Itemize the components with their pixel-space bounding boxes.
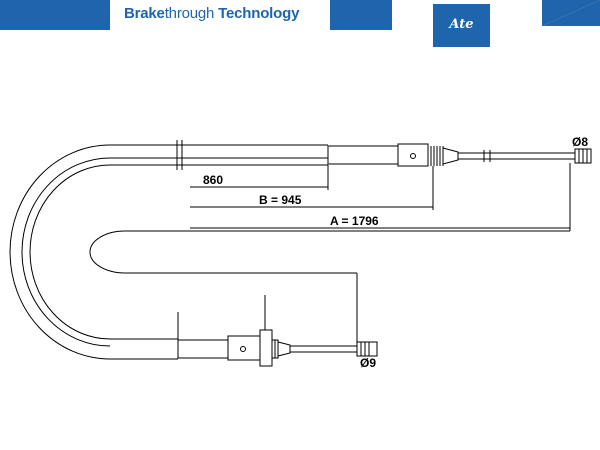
bottom-hex [259,329,273,367]
logo-lettering: Ate [449,17,474,32]
bottom-nipple-lines [360,342,370,356]
top-thread [427,146,444,166]
dim-b-line [190,166,434,210]
ate-logo: Ate [433,4,490,47]
cable-inner-sheath [29,164,328,340]
dim-b-label: B = 945 [259,193,302,207]
bottom-nipple [356,341,378,357]
bottom-taper [277,341,291,357]
tagline-part-bold: Brake [124,5,165,22]
tagline-part-thin: through [164,5,215,22]
bottom-tube [177,339,229,359]
end-bottom-diameter-label: Ø9 [360,356,376,370]
brand-band-left [0,0,110,30]
top-clip [483,150,491,162]
cable-mid-line [21,157,328,347]
end-top-diameter-label: Ø8 [572,135,588,149]
inner-cable-loop [89,230,570,274]
tagline-part-end: Technology [214,5,300,22]
cable-outer-sheath [9,144,328,360]
top-tube [327,145,399,165]
top-nipple-lines [578,149,588,163]
top-gap-marker [176,140,183,170]
bottom-ferrule [227,335,261,361]
brand-band-middle [330,0,392,30]
dim-a-label: A = 1796 [330,214,379,228]
bottom-wire [290,345,357,353]
top-wire [458,152,575,160]
corner-triangle-icon [542,0,600,26]
dim-bottom-1 [177,295,266,340]
top-ferrule [397,143,429,167]
bottom-thread [272,339,279,359]
dim-860-label: 860 [203,173,223,187]
dim-860-line [190,165,329,190]
dim-a-line [190,163,571,231]
top-ferrule-hole [410,153,416,159]
brand-tagline: Brakethrough Technology [124,5,299,22]
header-bar: Brakethrough Technology Ate [0,0,600,47]
bottom-ferrule-hole [240,346,246,352]
top-taper [442,147,459,165]
